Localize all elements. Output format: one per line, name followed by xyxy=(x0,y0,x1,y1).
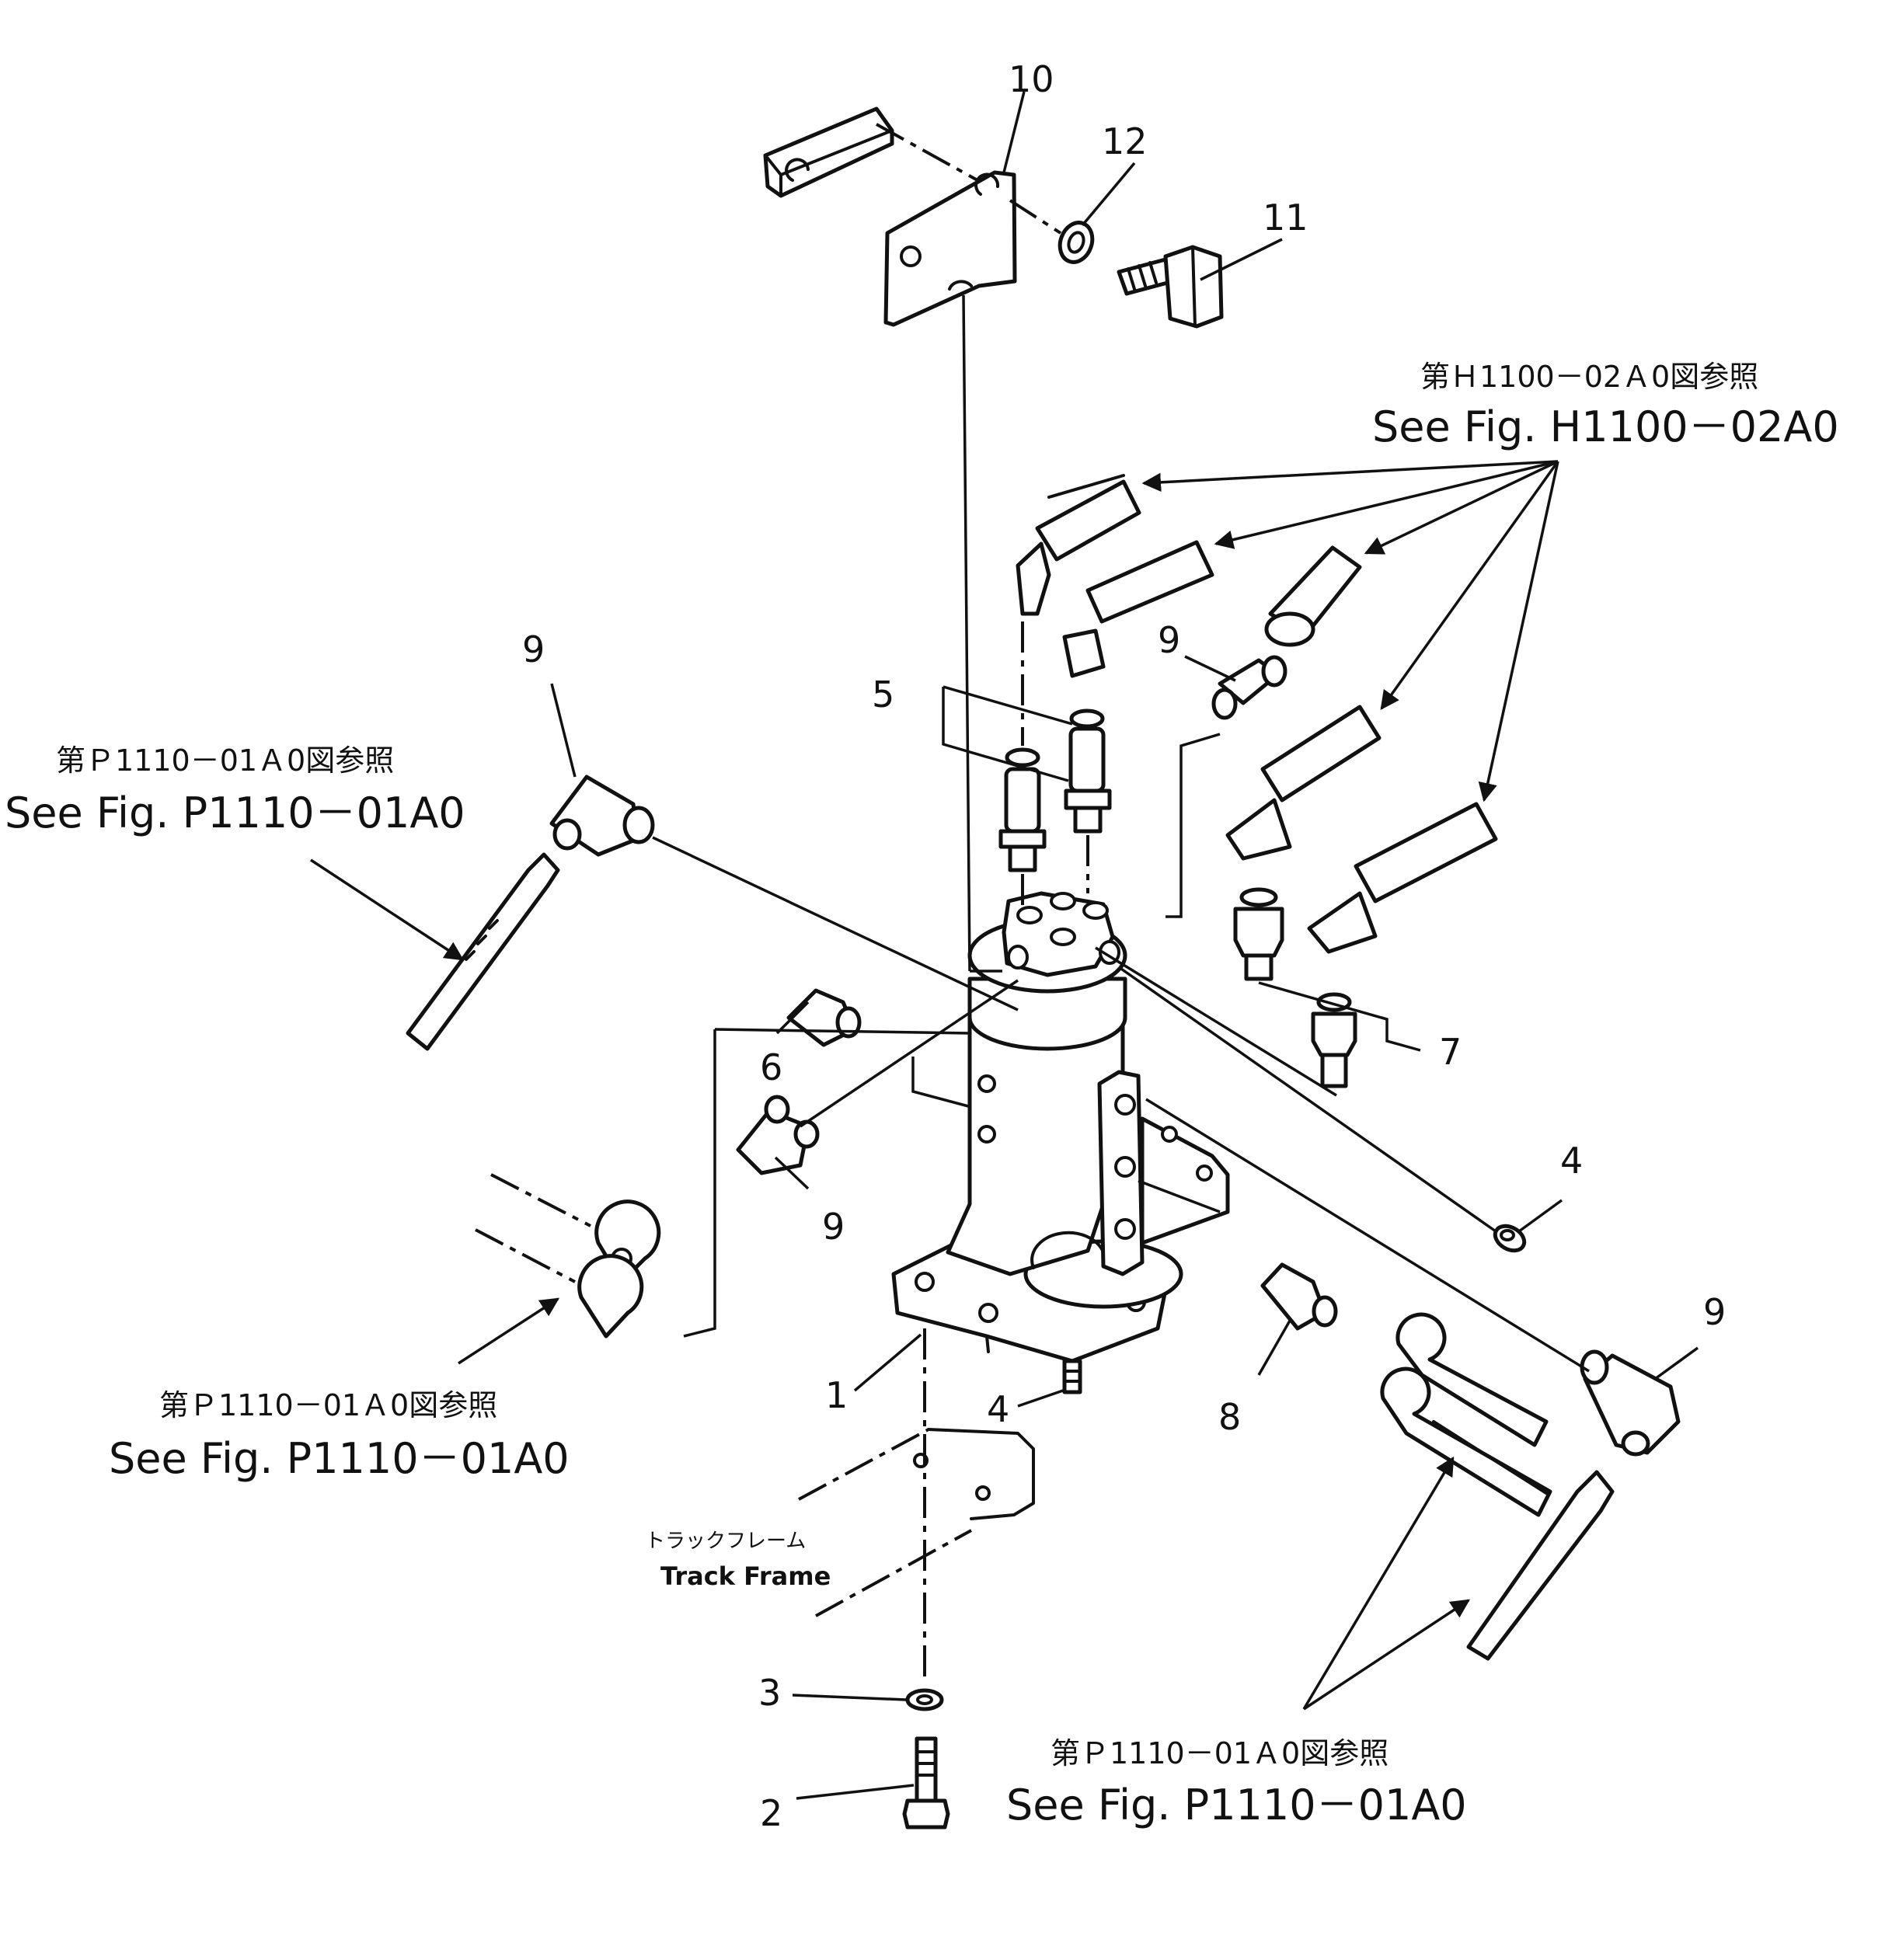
callout-1: 1 xyxy=(825,1374,848,1416)
callout-2: 2 xyxy=(760,1792,782,1834)
hose-end-top-3 xyxy=(1264,545,1362,647)
ref-top-right-jp: 第Ｈ1100－02Ａ0図参照 xyxy=(1420,360,1758,394)
hose-left-upper xyxy=(406,852,560,1051)
reference-arrows xyxy=(310,460,1559,1711)
ref-top-right-en: See Fig. H1100－02A0 xyxy=(1372,402,1839,451)
callout-9-top: 9 xyxy=(1158,619,1180,661)
callout-4-lower: 4 xyxy=(987,1388,1009,1430)
plug-part-4-right xyxy=(1493,1224,1527,1253)
track-frame xyxy=(798,1428,1035,1617)
callout-9-right: 9 xyxy=(1703,1291,1726,1333)
callout-7: 7 xyxy=(1439,1031,1462,1073)
ref-left-lower-jp: 第Ｐ1110－01Ａ0図参照 xyxy=(159,1388,497,1422)
callout-10: 10 xyxy=(1009,58,1054,100)
callout-11: 11 xyxy=(1263,197,1308,238)
tee-part-9-mid xyxy=(736,1095,820,1175)
bolt-part-2 xyxy=(902,1736,950,1829)
callout-6: 6 xyxy=(760,1046,782,1088)
hose-end-top-4 xyxy=(1225,705,1382,861)
bolt-part-11 xyxy=(1117,245,1224,329)
ref-left-upper-en: See Fig. P1110－01A0 xyxy=(5,789,465,837)
washer-part-3 xyxy=(905,1688,944,1711)
hose-right-a xyxy=(1395,1312,1549,1447)
callout-3: 3 xyxy=(758,1672,781,1714)
hose-right-b xyxy=(1380,1366,1552,1517)
callout-4-right: 4 xyxy=(1560,1140,1583,1182)
plug-part-4-lower xyxy=(1062,1359,1082,1394)
hose-left-lower-b xyxy=(475,1228,644,1339)
track-frame-label-en: Track Frame xyxy=(660,1561,831,1591)
callout-12: 12 xyxy=(1102,120,1148,162)
callout-9-left: 9 xyxy=(522,628,545,670)
tee-part-9-top xyxy=(1211,655,1287,720)
ref-left-lower-en: See Fig. P1110－01A0 xyxy=(109,1434,570,1483)
ref-bottom-right-jp: 第Ｐ1110－01Ａ0図参照 xyxy=(1051,1736,1389,1770)
connector-part-8 xyxy=(1260,1262,1338,1331)
ref-left-upper-jp: 第Ｐ1110－01Ａ0図参照 xyxy=(56,743,394,778)
plate-part-10 xyxy=(883,170,1017,327)
callout-8: 8 xyxy=(1218,1396,1241,1438)
connector-part-7b xyxy=(1311,992,1357,1088)
callout-9-mid: 9 xyxy=(822,1206,845,1248)
ref-bottom-right-en: See Fig. P1110－01A0 xyxy=(1006,1781,1467,1829)
hose-right-c xyxy=(1466,1470,1615,1661)
connector-part-6 xyxy=(786,988,862,1047)
hose-end-top-5 xyxy=(1307,802,1498,954)
hose-end-top-1 xyxy=(1016,474,1141,616)
track-frame-label-jp: トラックフレーム xyxy=(645,1530,806,1553)
connector-part-5a xyxy=(998,747,1047,872)
hose-end-top-2 xyxy=(1062,540,1214,678)
washer-part-12 xyxy=(1057,221,1095,264)
connector-part-5b xyxy=(1064,708,1112,834)
swivel-joint-body-part-1 xyxy=(891,891,1230,1363)
bracket-block xyxy=(763,106,894,198)
callout-5: 5 xyxy=(872,674,894,715)
tee-part-9-right xyxy=(1580,1349,1681,1457)
tee-part-9-left xyxy=(549,775,655,857)
connector-part-7a xyxy=(1233,887,1284,981)
